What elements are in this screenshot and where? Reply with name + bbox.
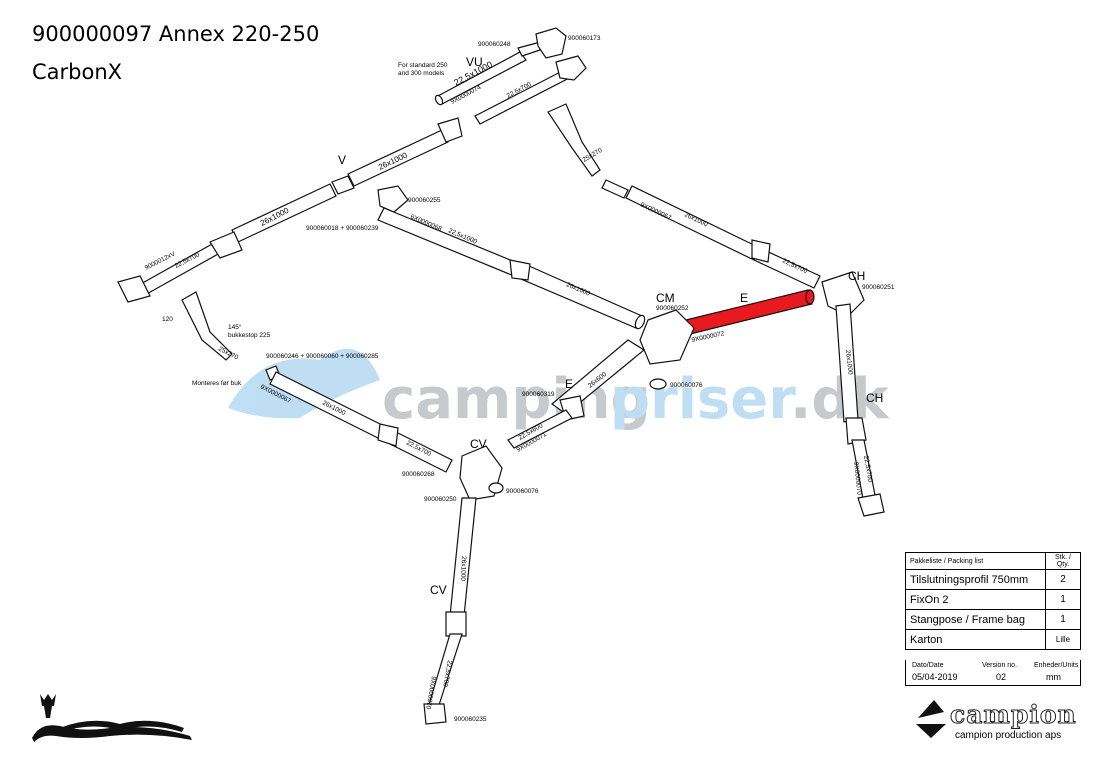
vu-joint xyxy=(555,55,587,81)
part-900060076-b: 900060076 xyxy=(506,488,539,495)
cv-cap xyxy=(488,482,504,494)
ch-clamp xyxy=(845,417,867,445)
part-900060252: 900060252 xyxy=(656,305,689,312)
campion-subtitle: campion production aps xyxy=(955,730,1062,741)
ch-foot xyxy=(857,493,885,517)
label-ch1: CH xyxy=(848,269,865,283)
dim-cv-2: 22,5x700 xyxy=(441,660,453,688)
packing-item-qty: Lille xyxy=(1045,629,1081,650)
dim-ch-2: 22,5x700 xyxy=(862,455,874,483)
packing-item-qty: 2 xyxy=(1045,569,1081,590)
label-145: 145° xyxy=(228,323,242,331)
packing-row: Stangpose / Frame bag 1 xyxy=(905,609,1081,630)
label-e1: E xyxy=(740,291,748,305)
page-title: 900000097 Annex 220-250 xyxy=(32,22,320,46)
packing-item-name: Tilslutningsprofil 750mm xyxy=(905,569,1046,590)
right-rear-beam xyxy=(547,103,821,289)
unit-label: Enheder/Units xyxy=(1034,662,1079,669)
packing-footer: Dato/Date 05/04-2019 Version no. 02 Enhe… xyxy=(905,660,1081,686)
part-900060319: 900060319 xyxy=(522,391,555,398)
center-beam xyxy=(377,185,646,330)
part-900060255: 900060255 xyxy=(408,197,441,204)
part-900060018: 900060018 + 900060239 xyxy=(306,225,379,232)
campion-wordmark: campion xyxy=(950,700,1077,730)
packing-row: Karton Lille xyxy=(905,629,1081,650)
label-120: 120 xyxy=(162,316,173,323)
part-900060246: 900060246 + 900060060 + 900060285 xyxy=(266,353,379,360)
part-900060251: 900060251 xyxy=(862,284,895,291)
cv-clamp xyxy=(445,611,467,637)
crown-icon xyxy=(40,694,56,706)
e-lower-pole xyxy=(507,409,573,449)
part-ch: 9X0000070 xyxy=(852,461,862,495)
packing-list-table: Pakkeliste / Packing list Stk. / Qty. Ti… xyxy=(905,552,1081,650)
top-bracket xyxy=(535,27,567,59)
isabella-logo xyxy=(32,694,192,742)
packing-item-name: Stangpose / Frame bag xyxy=(905,609,1046,630)
watermark-tent-icon xyxy=(228,348,380,419)
part-900060076-a: 900060076 xyxy=(670,382,703,389)
watermark-tld: .dk xyxy=(790,367,890,432)
fixon-cap xyxy=(649,378,667,390)
note-standard-1: For standard 250 xyxy=(398,62,448,69)
packing-header: Pakkeliste / Packing list Stk. / Qty. xyxy=(905,552,1081,570)
dim-cv-1: 26x1000 xyxy=(459,556,467,582)
campion-logo xyxy=(916,700,946,738)
e-pole-highlight xyxy=(685,289,815,335)
date-label: Dato/Date xyxy=(912,662,944,669)
packing-item-qty: 1 xyxy=(1045,609,1081,630)
packing-header-right: Stk. / Qty. xyxy=(1045,552,1081,570)
note-monteres: Monteres før buk xyxy=(192,380,242,387)
packing-header-left: Pakkeliste / Packing list xyxy=(905,552,1046,570)
cm-connector xyxy=(639,309,695,365)
version-label: Version no. xyxy=(982,662,1018,669)
label-cm: CM xyxy=(656,291,675,305)
dim-ch-1: 26x1000 xyxy=(844,349,854,375)
date-value: 05/04-2019 xyxy=(912,672,958,682)
cv-foot xyxy=(423,703,447,725)
packing-row: FixOn 2 1 xyxy=(905,589,1081,610)
packing-item-name: Karton xyxy=(905,629,1046,650)
part-900060173: 900060173 xyxy=(568,35,601,42)
watermark: camping priser .dk xyxy=(228,348,890,432)
part-900060248: 900060248 xyxy=(478,41,511,48)
label-buk: bukkestop 225 xyxy=(228,332,271,339)
packing-item-name: FixOn 2 xyxy=(905,589,1046,610)
label-vu: VU xyxy=(466,55,483,69)
note-standard-2: and 300 models xyxy=(398,70,445,77)
part-900060250: 900060250 xyxy=(424,496,457,503)
left-rear-beam xyxy=(181,291,453,473)
part-900060235: 900060235 xyxy=(454,716,487,723)
packing-item-qty: 1 xyxy=(1045,589,1081,610)
campion-triangle-icon xyxy=(918,700,944,718)
label-cv1: CV xyxy=(470,437,487,451)
part-900060268: 900060268 xyxy=(402,471,435,478)
version-value: 02 xyxy=(996,672,1007,682)
watermark-right: priser xyxy=(610,367,796,432)
page-subtitle: CarbonX xyxy=(32,60,123,84)
packing-row: Tilslutningsprofil 750mm 2 xyxy=(905,569,1081,590)
ch-corner xyxy=(821,271,865,317)
label-e2: E xyxy=(565,377,573,391)
label-cv2: CV xyxy=(430,583,447,597)
v-beam xyxy=(117,117,463,303)
label-ch2: CH xyxy=(866,391,883,405)
unit-value: mm xyxy=(1046,672,1061,682)
label-v: V xyxy=(338,153,346,167)
